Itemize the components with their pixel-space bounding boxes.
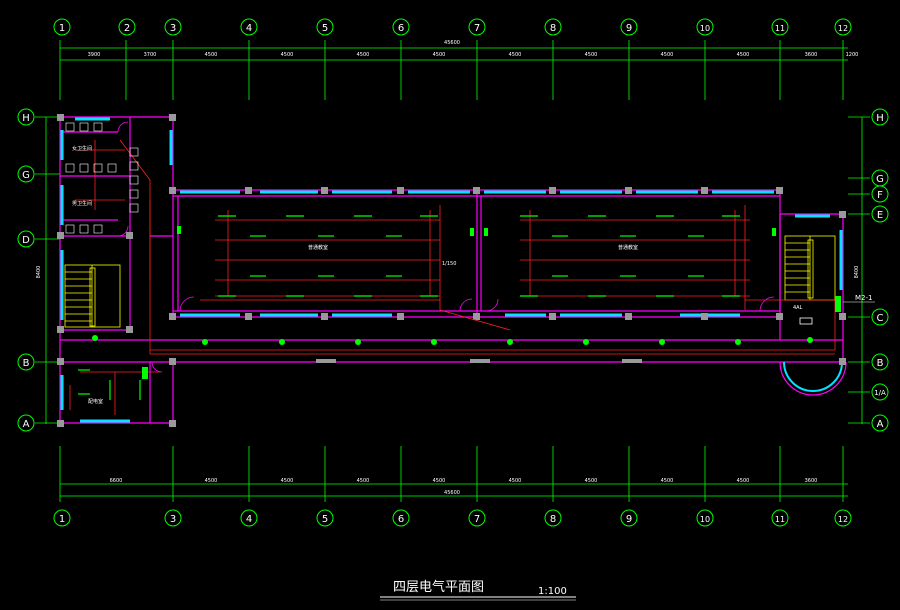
grid-label-bottom-11: 11 — [775, 515, 785, 524]
dim-top-1: 3900 — [88, 52, 101, 58]
grid-label-bottom-3: 3 — [170, 514, 176, 525]
grid-label-left-B: B — [23, 358, 30, 369]
grid-label-bottom-7: 7 — [474, 514, 480, 525]
dim-bottom-1: 6600 — [110, 478, 123, 484]
left-stair — [64, 264, 121, 328]
bottom-grid-bubbles — [53, 509, 852, 527]
dim-top-2: 3700 — [144, 52, 157, 58]
electric-room-panel — [142, 367, 148, 379]
dim-bottom-9: 4500 — [737, 478, 750, 484]
label-classroom-a: 普通教室 — [308, 244, 328, 251]
grid-label-left-G: G — [22, 170, 30, 181]
grid-label-left-H: H — [22, 113, 30, 124]
dim-top-6: 4500 — [433, 52, 446, 58]
dim-top-5: 4500 — [357, 52, 370, 58]
right-stair — [784, 235, 836, 301]
grid-label-top-6: 6 — [398, 23, 404, 34]
dim-bottom-7: 4500 — [585, 478, 598, 484]
dim-top-9: 4500 — [661, 52, 674, 58]
dim-bottom-5: 4500 — [433, 478, 446, 484]
dim-bottom-6: 4500 — [509, 478, 522, 484]
light-fixtures — [78, 215, 740, 400]
left-dimension-lines — [35, 116, 60, 424]
grid-label-left-A: A — [23, 419, 30, 430]
distribution-panel — [799, 317, 813, 325]
dim-right-total: 8400 — [854, 266, 860, 279]
grid-label-bottom-5: 5 — [322, 514, 328, 525]
toilet-fixtures — [65, 122, 139, 234]
dim-top-8: 4500 — [585, 52, 598, 58]
grid-label-right-A: A — [877, 419, 884, 430]
grid-label-top-10: 10 — [700, 24, 710, 33]
label-dist-box: M2-1 — [855, 294, 872, 302]
grid-label-top-8: 8 — [550, 23, 556, 34]
dim-bottom-4: 4500 — [357, 478, 370, 484]
building-walls — [59, 116, 844, 424]
grid-label-top-7: 7 — [474, 23, 480, 34]
grid-label-top-12: 12 — [838, 24, 848, 33]
structural-columns — [57, 114, 846, 427]
grid-label-top-5: 5 — [322, 23, 328, 34]
label-corridor-note: 1/150 — [442, 261, 456, 267]
label-panel-code: 4AL — [793, 305, 803, 311]
grid-label-top-4: 4 — [246, 23, 252, 34]
dim-left-total: 8400 — [36, 266, 42, 279]
grid-label-top-3: 3 — [170, 23, 176, 34]
grid-label-top-9: 9 — [626, 23, 632, 34]
dim-top-total: 45600 — [444, 40, 460, 46]
dim-top-7: 4500 — [509, 52, 522, 58]
label-electric-room: 配电室 — [88, 398, 103, 405]
dim-top-3: 4500 — [205, 52, 218, 58]
drawing-title: 四层电气平面图 — [393, 579, 484, 595]
label-men-wc: 男卫生间 — [72, 200, 92, 207]
grid-label-bottom-1: 1 — [59, 514, 65, 525]
grid-label-right-1A: 1/A — [874, 389, 886, 397]
switches — [177, 226, 841, 312]
grid-label-right-H: H — [876, 113, 884, 124]
grid-label-top-2: 2 — [124, 23, 130, 34]
grid-label-bottom-4: 4 — [246, 514, 252, 525]
grid-label-right-E: E — [877, 210, 883, 221]
grid-label-right-B: B — [877, 358, 884, 369]
dim-bottom-8: 4500 — [661, 478, 674, 484]
bottom-dimension-lines — [59, 446, 848, 502]
dim-bottom-3: 4500 — [281, 478, 294, 484]
dim-top-4: 4500 — [281, 52, 294, 58]
grid-label-bottom-10: 10 — [700, 515, 710, 524]
dim-top-end: 1200 — [846, 52, 859, 58]
curved-bay-wall — [779, 361, 847, 396]
right-dimension-lines — [848, 116, 870, 424]
grid-label-right-G: G — [876, 174, 884, 185]
dim-bottom-10: 3600 — [805, 478, 818, 484]
dim-top-11: 3600 — [805, 52, 818, 58]
top-grid-bubbles — [53, 18, 852, 36]
grid-label-left-D: D — [22, 235, 30, 246]
label-classroom-b: 普通教室 — [618, 244, 638, 251]
grid-label-bottom-6: 6 — [398, 514, 404, 525]
grid-label-top-11: 11 — [775, 24, 785, 33]
windows — [60, 117, 843, 423]
grid-label-right-F: F — [877, 190, 883, 201]
left-grid-bubbles — [17, 108, 35, 432]
drawing-scale: 1:100 — [538, 586, 567, 597]
dim-bottom-total: 45600 — [444, 490, 460, 496]
top-dimension-lines — [59, 40, 848, 100]
grid-label-bottom-12: 12 — [838, 515, 848, 524]
label-women-wc: 女卫生间 — [72, 145, 92, 152]
right-grid-bubbles — [871, 108, 889, 432]
grid-label-right-C: C — [877, 313, 884, 324]
curved-bay-window — [783, 361, 843, 392]
dim-bottom-2: 4500 — [205, 478, 218, 484]
grid-label-top-1: 1 — [59, 23, 65, 34]
grid-label-bottom-8: 8 — [550, 514, 556, 525]
dim-top-10: 4500 — [737, 52, 750, 58]
wiring-circuits — [69, 139, 836, 415]
grid-label-bottom-9: 9 — [626, 514, 632, 525]
corridor-lamps — [92, 335, 813, 345]
door-swings — [117, 121, 775, 373]
